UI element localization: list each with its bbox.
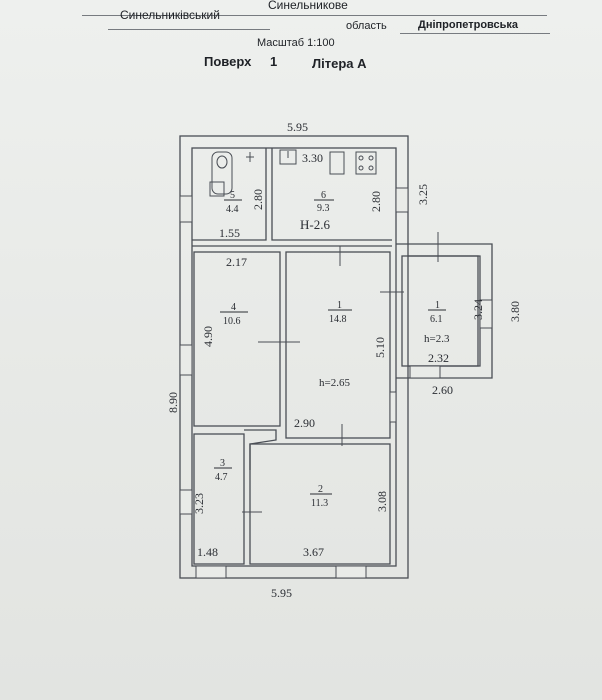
window-bottom-right	[335, 565, 367, 579]
dim-annex-height: 3.80	[508, 301, 522, 322]
room4-number: 4	[231, 302, 236, 313]
room4-area: 10.6	[223, 316, 241, 327]
window-left-middle	[179, 344, 193, 376]
room5-area: 4.4	[226, 204, 239, 215]
scale-label: Масштаб 1:100	[257, 37, 335, 49]
radiator-icon	[329, 151, 345, 175]
room3-area: 4.7	[215, 472, 228, 483]
dim-room5-depth: 2.80	[251, 189, 265, 210]
letter-label: Літера А	[312, 56, 367, 71]
stove-burner-icon	[358, 155, 364, 161]
room6-area: 9.3	[317, 203, 330, 214]
dim-room1-width: 2.90	[294, 416, 315, 430]
dim-room6-depth: 2.80	[369, 191, 383, 212]
oblast-label: область	[346, 20, 387, 32]
annex-inner-outline	[408, 255, 481, 367]
dim-room1-depth: 5.10	[373, 337, 387, 358]
window-annex-bottom	[409, 365, 441, 379]
annex-height: h=2.3	[424, 333, 450, 345]
stove-burner-icon	[368, 165, 374, 171]
city-underline	[82, 15, 547, 16]
bathtub-icon	[211, 151, 233, 195]
dim-top-width: 5.95	[287, 120, 308, 134]
sink-icon	[279, 149, 297, 165]
room1-area: 14.8	[329, 314, 347, 325]
dim-bottom-width: 5.95	[271, 586, 292, 600]
dim-annex-room-width: 2.32	[428, 351, 449, 365]
room3-walls	[193, 433, 245, 565]
room2-walls	[249, 443, 391, 565]
kitchen-height: H-2.6	[300, 217, 330, 232]
dim-room4-width: 2.17	[226, 255, 247, 269]
inner-wall-outline	[191, 147, 397, 567]
room1-walls	[285, 251, 391, 439]
room2-area: 11.3	[311, 498, 328, 509]
room3-number: 3	[220, 458, 225, 469]
dim-left-height: 8.90	[166, 392, 180, 413]
dim-room3-width: 1.48	[197, 545, 218, 559]
dim-room4-depth: 4.90	[201, 326, 215, 347]
city-text: Синельникове	[268, 0, 348, 12]
dim-annex-width: 2.60	[432, 383, 453, 397]
dim-room3-depth: 3.23	[192, 493, 206, 514]
room5-number: 5	[230, 190, 235, 201]
window-annex-right	[479, 299, 493, 329]
window-left-upper	[179, 195, 193, 223]
room6-number: 6	[321, 190, 326, 201]
district-text: Синельниківський	[120, 8, 220, 22]
dim-room2-depth: 3.08	[375, 491, 389, 512]
stove-burner-icon	[358, 165, 364, 171]
dim-room5-width: 1.55	[219, 226, 240, 240]
window-bottom-left	[195, 565, 227, 579]
room4-walls	[193, 251, 281, 427]
dim-room2-width: 3.67	[303, 545, 324, 559]
stove-icon	[355, 151, 377, 175]
main-height: h=2.65	[319, 377, 350, 389]
room1-number: 1	[337, 300, 342, 311]
window-right-lower	[389, 391, 397, 423]
annex-room-walls	[401, 255, 479, 367]
oblast-text: Дніпропетровська	[418, 19, 519, 31]
floor-number: 1	[270, 54, 278, 69]
annex-room-area: 6.1	[430, 314, 443, 325]
dim-annex-room-depth: 3.24	[471, 299, 485, 320]
stove-burner-icon	[368, 155, 374, 161]
dim-top-right-height: 3.25	[416, 184, 430, 205]
room2-number: 2	[318, 484, 323, 495]
dim-room6-width: 3.30	[302, 151, 323, 165]
oblast-underline	[400, 33, 550, 34]
annex-room-number: 1	[435, 300, 440, 311]
district-underline	[108, 29, 270, 30]
floor-label: Поверх	[204, 54, 252, 69]
window-left-lower	[179, 489, 193, 515]
toilet-icon	[216, 155, 228, 169]
window-right-upper	[395, 187, 409, 213]
washbasin-icon	[209, 181, 225, 197]
partition-wall	[244, 429, 277, 470]
room5-walls	[192, 148, 267, 241]
room6-walls	[271, 148, 392, 241]
